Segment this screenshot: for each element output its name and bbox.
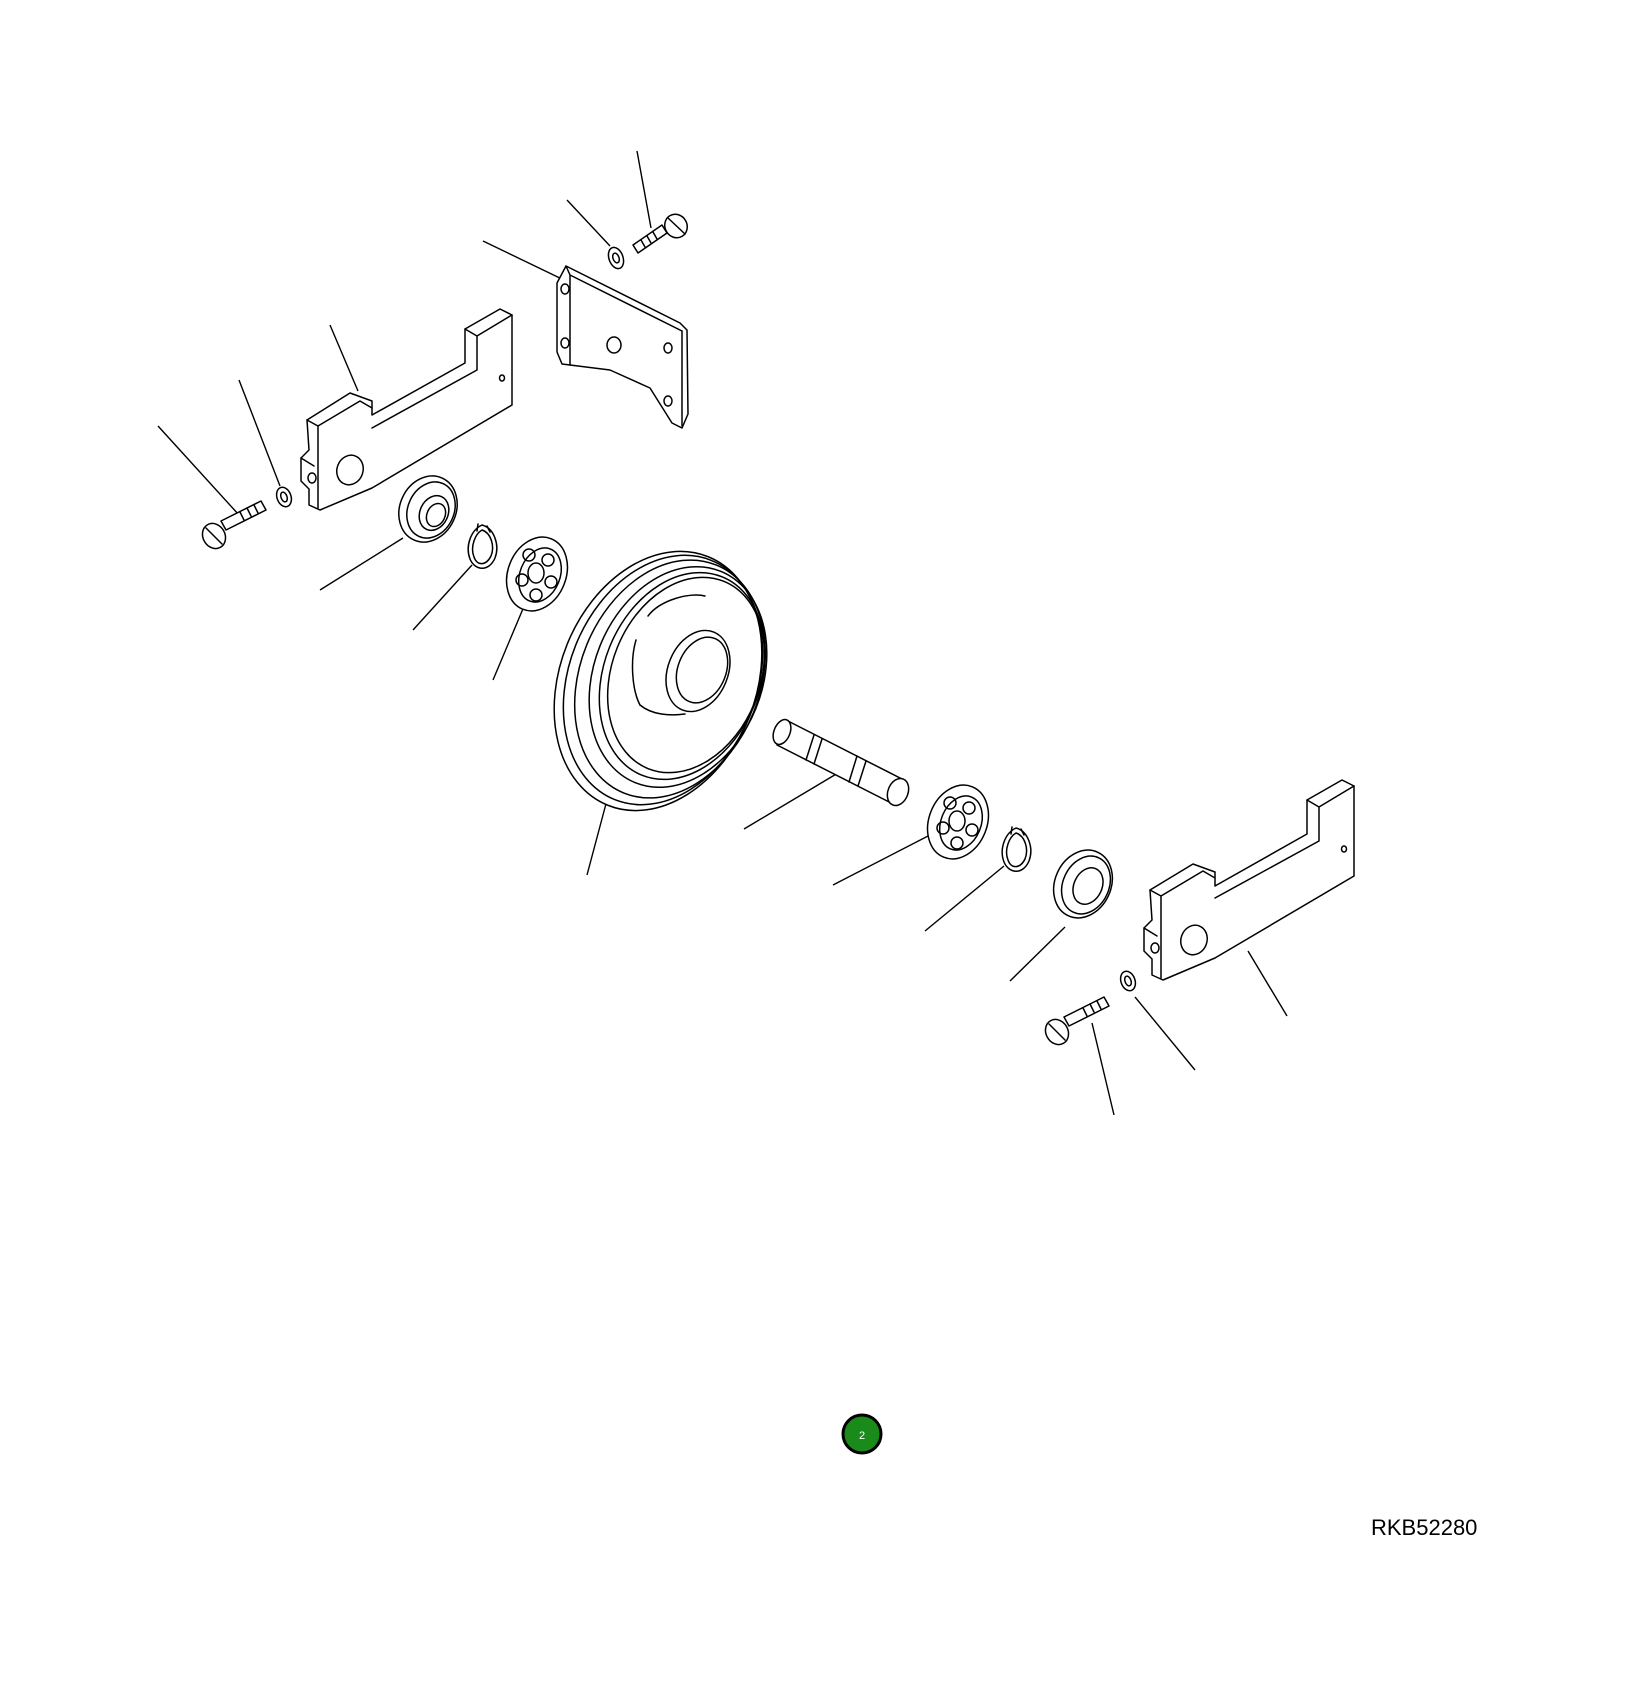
callout-circle[interactable] [841,1413,883,1455]
leader-bolt-left [157,425,240,516]
leader-bolt-top [636,150,652,229]
leader-seal-right [1009,926,1066,982]
leader-snap-ring-left [412,564,473,631]
washer-right [1119,970,1137,992]
washer-top [607,246,625,270]
leader-washer-left [238,379,281,487]
leader-seal-left [319,537,404,591]
seal-right [1052,849,1114,919]
bearing-left [505,536,569,612]
callout-badge[interactable]: 2 [841,1413,883,1455]
bolt-top [632,213,689,254]
leader-snap-ring-right [924,865,1005,932]
leader-bearing-right [832,834,931,886]
leader-plate [482,240,567,282]
shaft [772,718,910,807]
bracket-left [300,308,513,511]
mounting-plate [556,265,689,429]
seal-left [398,475,458,543]
leader-bolt-right [1091,1022,1115,1116]
callout-label: 2 [859,1430,865,1442]
bracket-right [1143,779,1355,981]
washer-left [275,486,293,508]
leader-washer-right [1134,996,1196,1071]
bolt-right [1044,996,1110,1046]
leader-bracket-left [329,324,359,392]
bearing-right [926,784,990,860]
idler-wheel [553,550,768,812]
leader-lines [157,150,1288,1116]
leader-shaft [743,769,844,830]
snap-ring-left [467,523,498,569]
drawing-code: RKB52280 [1371,1515,1477,1540]
leader-bearing-left [492,603,526,681]
leader-bracket-right [1247,950,1288,1017]
bolt-left [201,500,267,550]
leader-washer-top [566,199,611,247]
snap-ring-right [1001,826,1032,872]
